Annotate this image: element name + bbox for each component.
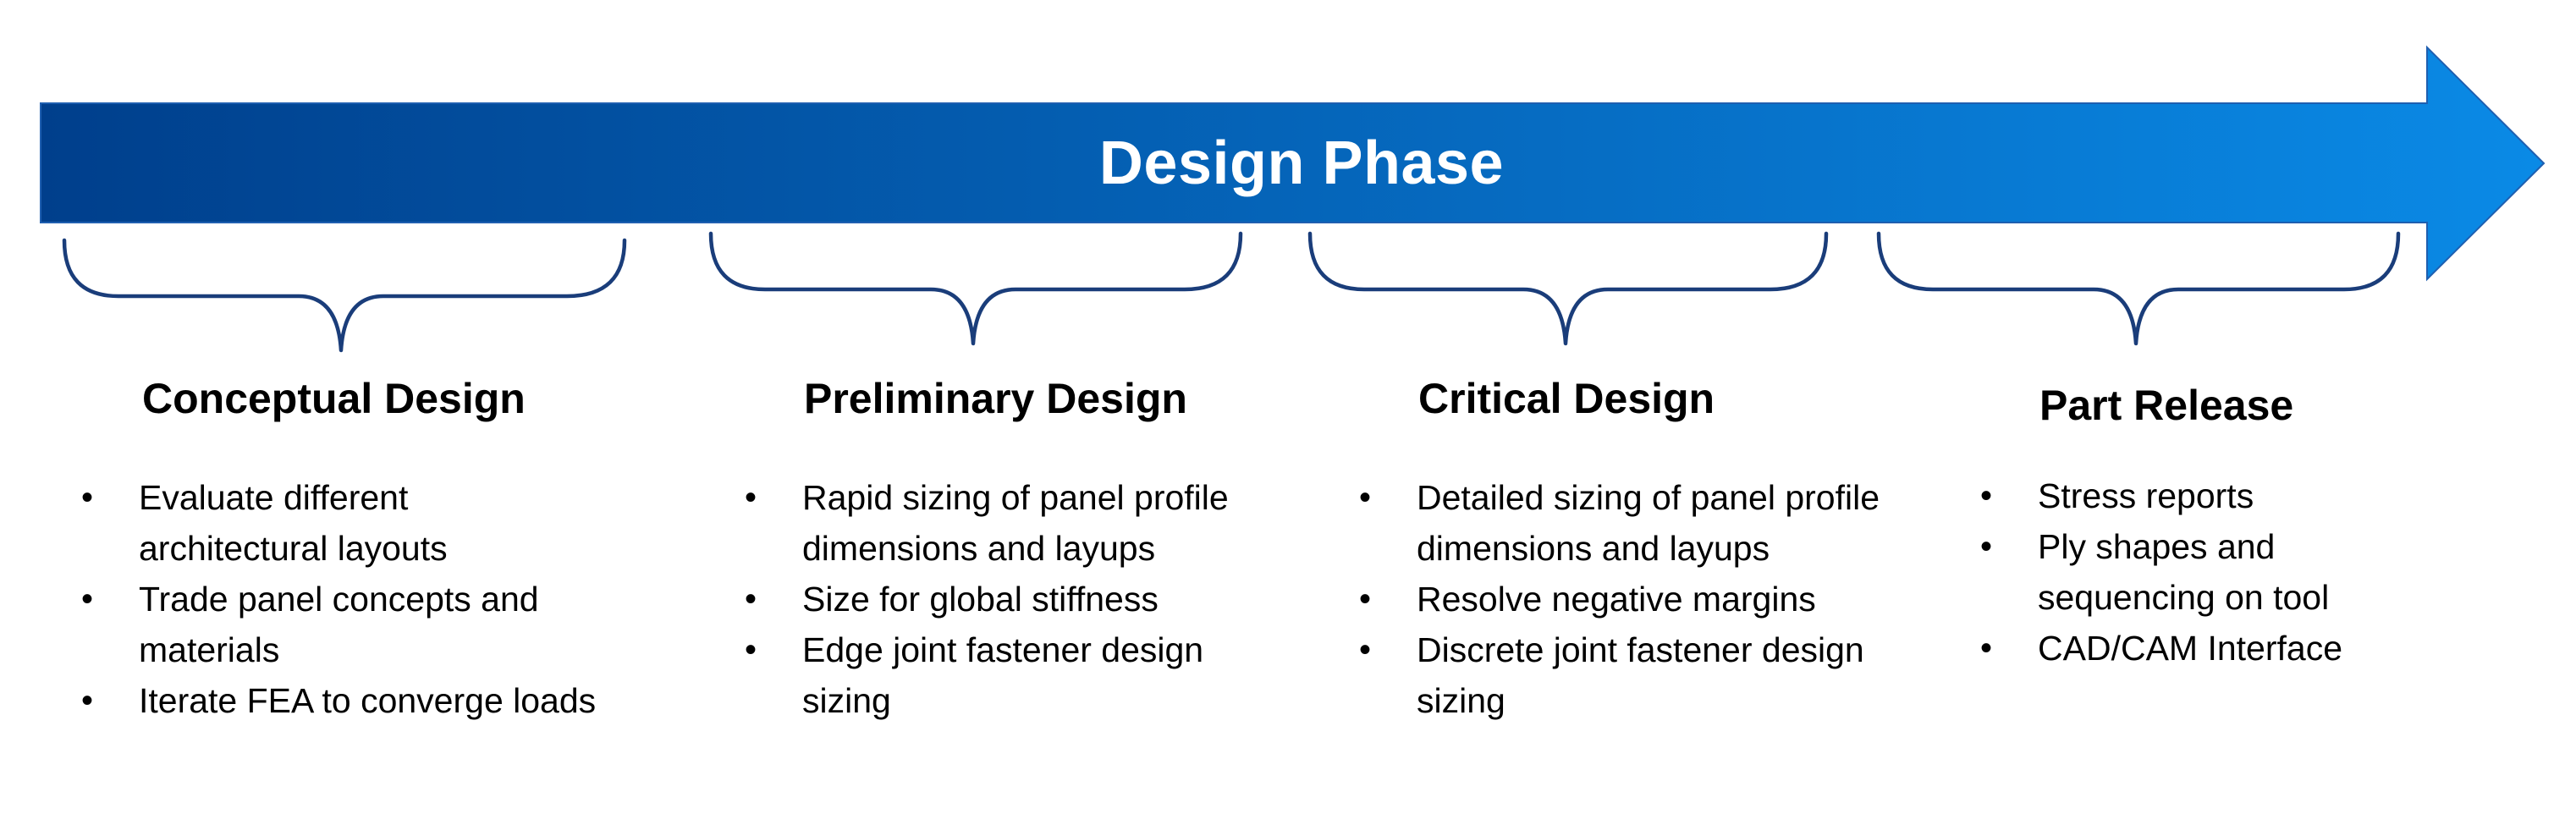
list-item: Detailed sizing of panel profile dimensi… bbox=[1359, 472, 1884, 574]
brace-part-release bbox=[1876, 231, 2401, 346]
list-item: Size for global stiffness bbox=[745, 574, 1269, 624]
bullet-list: Stress reports Ply shapes and sequencing… bbox=[1980, 470, 2454, 674]
phase-title: Critical Design bbox=[1418, 375, 1715, 422]
list-item: Evaluate different architectural layouts bbox=[81, 472, 606, 574]
phase-title: Part Release bbox=[2039, 382, 2294, 429]
brace-conceptual-design bbox=[62, 238, 627, 353]
list-item: Discrete joint fastener design sizing bbox=[1359, 624, 1884, 726]
list-item: Ply shapes and sequencing on tool bbox=[1980, 521, 2454, 623]
design-phase-arrow bbox=[40, 45, 2546, 282]
brace-critical-design bbox=[1307, 231, 1829, 346]
bullet-list: Evaluate different architectural layouts… bbox=[81, 472, 606, 726]
list-item: CAD/CAM Interface bbox=[1980, 623, 2454, 674]
list-item: Stress reports bbox=[1980, 470, 2454, 521]
list-item: Rapid sizing of panel profile dimensions… bbox=[745, 472, 1269, 574]
phase-title: Preliminary Design bbox=[804, 375, 1187, 422]
list-item: Resolve negative margins bbox=[1359, 574, 1884, 624]
bullet-list: Rapid sizing of panel profile dimensions… bbox=[745, 472, 1269, 726]
brace-preliminary-design bbox=[708, 231, 1243, 346]
bullet-list: Detailed sizing of panel profile dimensi… bbox=[1359, 472, 1884, 726]
arrow-label: Design Phase bbox=[1098, 129, 1505, 197]
list-item: Iterate FEA to converge loads bbox=[81, 675, 606, 726]
list-item: Trade panel concepts and materials bbox=[81, 574, 606, 675]
list-item: Edge joint fastener design sizing bbox=[745, 624, 1269, 726]
phase-title: Conceptual Design bbox=[142, 375, 526, 422]
